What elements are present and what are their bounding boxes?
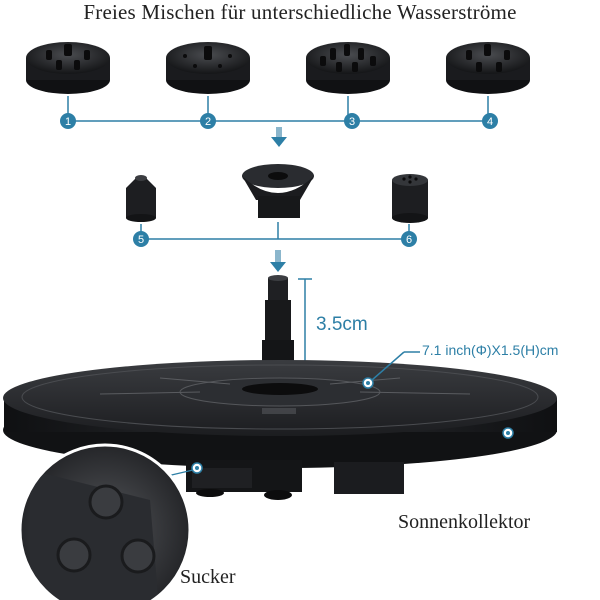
sucker-label: Sucker [180, 566, 236, 588]
page-title: Freies Mischen für unterschiedliche Wass… [83, 0, 517, 24]
number-badge-1: 1 [60, 113, 76, 129]
svg-text:5: 5 [138, 234, 144, 246]
down-arrow-icon [271, 127, 287, 147]
extension-tube [262, 275, 294, 364]
pump-base [186, 460, 404, 500]
nozzle-5 [126, 175, 156, 222]
svg-text:6: 6 [406, 234, 412, 246]
number-badge-5: 5 [133, 231, 149, 247]
collector-callout [502, 427, 514, 439]
nozzle-adapter [242, 164, 314, 218]
nozzle-cap-2 [166, 42, 250, 94]
svg-text:4: 4 [487, 116, 493, 128]
number-badge-6: 6 [401, 231, 417, 247]
number-badge-2: 2 [200, 113, 216, 129]
nozzle-cap-1 [26, 42, 110, 94]
nozzle-6 [392, 174, 428, 223]
size-callout [362, 351, 420, 389]
number-badge-4: 4 [482, 113, 498, 129]
sucker-zoom-detail [20, 445, 190, 600]
svg-text:1: 1 [65, 116, 71, 128]
svg-text:2: 2 [205, 116, 211, 128]
down-arrow-icon [270, 250, 286, 272]
nozzle-cap-4 [446, 42, 530, 94]
height-dimension [298, 278, 312, 366]
nozzle-cap-3 [306, 42, 390, 94]
height-label: 3.5cm [316, 314, 368, 335]
number-badge-3: 3 [344, 113, 360, 129]
solar-fountain-disk [3, 360, 557, 468]
sonnenkollektor-label: Sonnenkollektor [398, 511, 531, 533]
svg-text:3: 3 [349, 116, 355, 128]
size-label: 7.1 inch(Φ)X1.5(H)cm [422, 342, 559, 358]
